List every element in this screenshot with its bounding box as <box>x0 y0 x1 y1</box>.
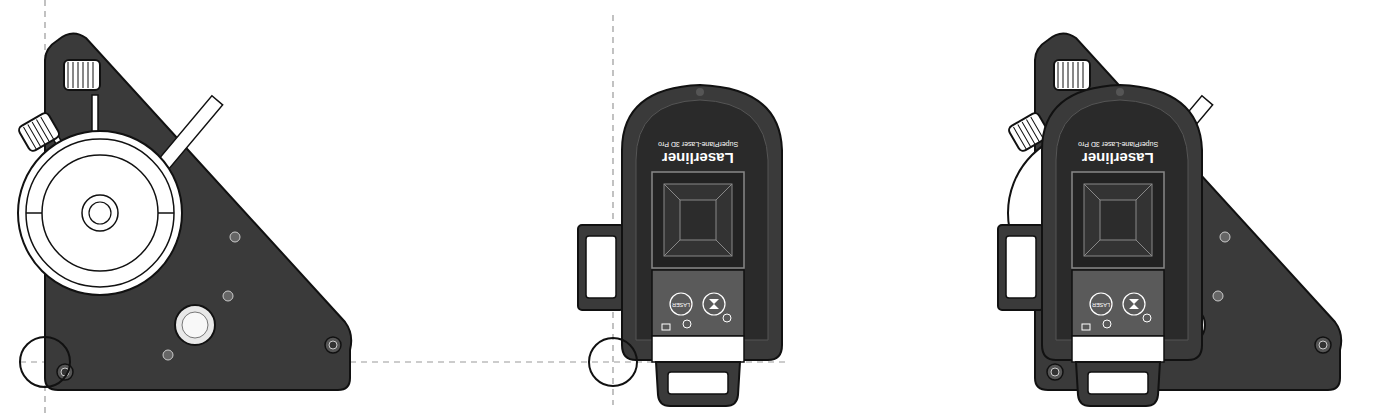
brand-name: Laserliner <box>1082 151 1154 166</box>
brand-name: Laserliner <box>662 151 734 166</box>
model-name: SuperPlane-Laser 3D Pro <box>658 141 738 148</box>
button-label: LASER <box>1092 301 1110 307</box>
button-label: LASER <box>672 301 690 307</box>
model-name: SuperPlane-Laser 3D Pro <box>1078 141 1158 148</box>
